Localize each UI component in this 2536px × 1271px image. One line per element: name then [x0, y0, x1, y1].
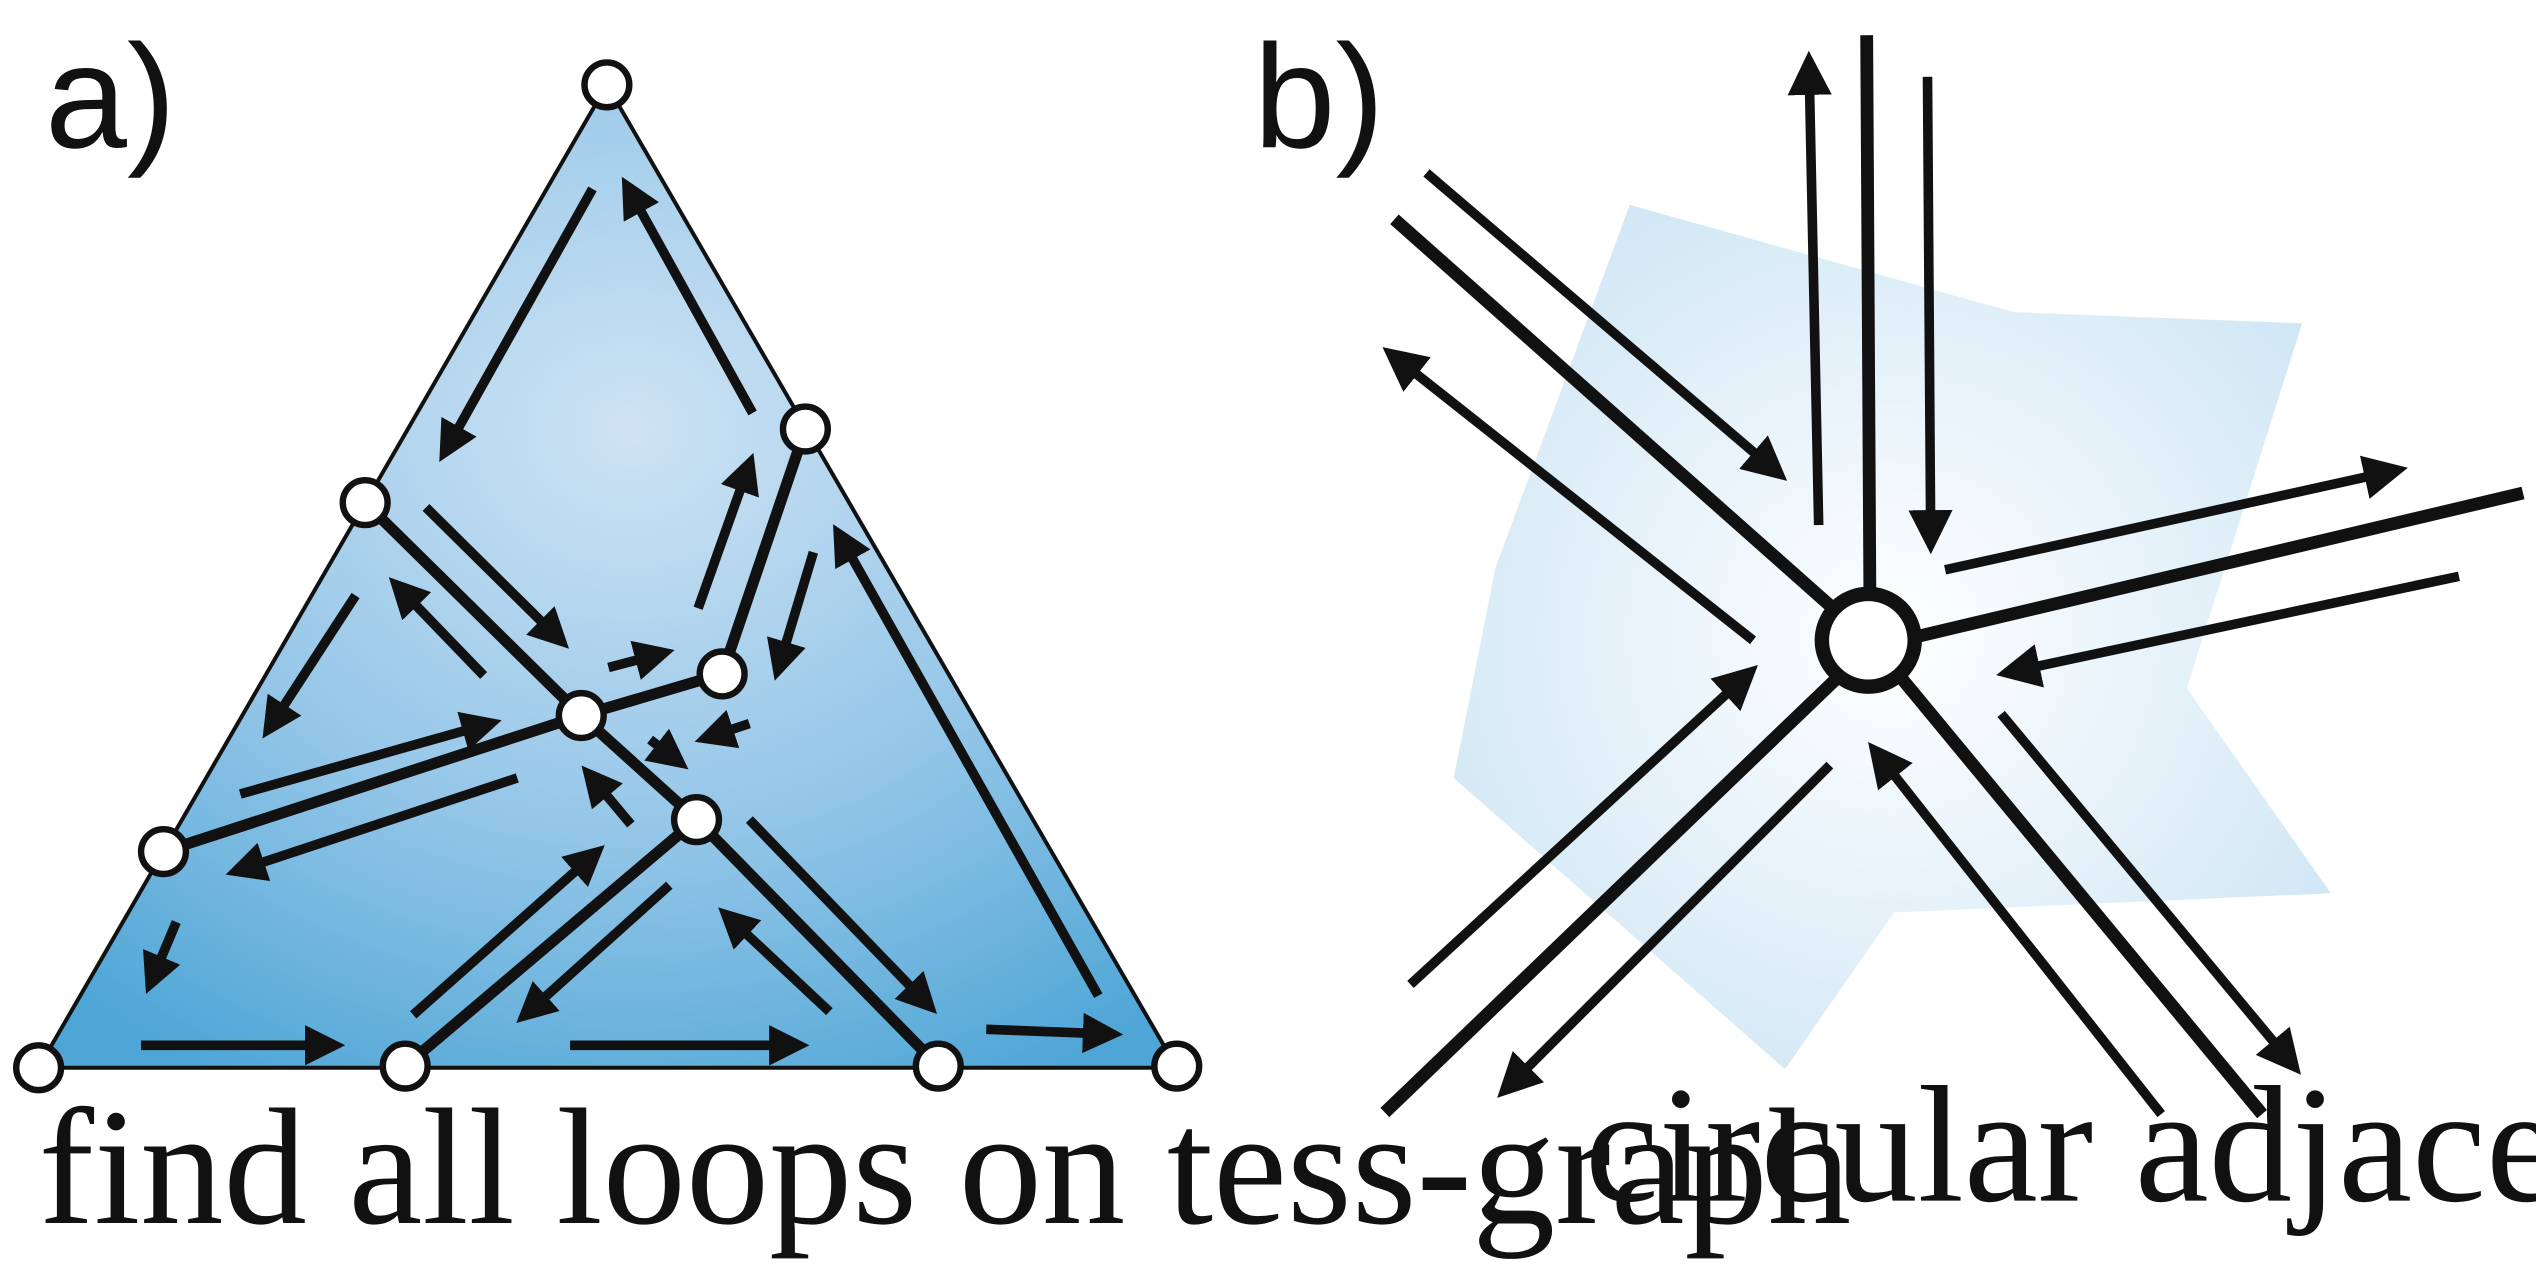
- graph-edge: [157, 709, 587, 858]
- graph-vertex: [339, 477, 391, 529]
- half-edge-arrow: [1497, 761, 1834, 1098]
- half-edge-arrow: [607, 640, 675, 680]
- half-edge-arrow: [693, 452, 759, 610]
- graph-vertex: [670, 793, 723, 846]
- half-edge-arrow: [1997, 710, 2301, 1075]
- half-edge-arrow: [1787, 50, 1832, 526]
- half-edge-arrow: [1868, 741, 2165, 1118]
- graph-vertex: [581, 59, 633, 111]
- half-edge-arrow: [1382, 347, 1757, 645]
- half-edge-arrow: [833, 524, 1103, 999]
- panel-b: b) circular adjacent: [1254, 15, 2536, 1237]
- graph-vertex: [379, 1040, 431, 1092]
- graph-edge: [575, 709, 703, 826]
- half-edge-arrow: [410, 845, 605, 1019]
- center-edge: [1380, 675, 1840, 1118]
- panel-a-label: a): [45, 15, 176, 179]
- graph-vertex: [137, 825, 190, 878]
- graph-vertex: [696, 648, 748, 700]
- center-edge: [1860, 35, 1877, 596]
- half-edge-arrow: [516, 881, 673, 1023]
- half-edge-arrows: [141, 176, 1124, 1066]
- graph-edge: [716, 423, 811, 680]
- half-edge-arrow: [1908, 76, 1953, 555]
- panel-a-caption: find all loops on tess-graph: [39, 1076, 1851, 1260]
- triangle-face: [35, 80, 1181, 1070]
- center-edge: [1896, 674, 2268, 1119]
- half-edge-arrow: [986, 1012, 1124, 1054]
- half-edge-arrow: [718, 907, 833, 1016]
- half-edge-arrow: [422, 504, 570, 649]
- panel-b-label: b): [1254, 15, 1385, 179]
- half-edge-arrow: [694, 709, 751, 749]
- half-edge-arrow: [1423, 169, 1788, 481]
- half-edge-arrow: [745, 816, 938, 1014]
- half-edge-arrow: [581, 765, 635, 828]
- half-edge-arrow: [644, 728, 689, 770]
- half-edge-arrow: [143, 920, 181, 995]
- half-edge-arrow: [225, 773, 519, 882]
- graph-edge: [359, 497, 587, 722]
- panel-a: a): [13, 15, 1851, 1260]
- graph-edges: [157, 423, 944, 1072]
- graph-vertex: [13, 1042, 65, 1094]
- half-edge-arrow: [239, 711, 502, 799]
- graph-edge: [690, 813, 944, 1072]
- center-edge: [1913, 486, 2525, 644]
- graph-vertices: [13, 59, 1203, 1094]
- graph-vertex: [779, 403, 831, 455]
- center-vertex: [1814, 586, 1922, 694]
- graph-vertex: [1151, 1040, 1203, 1092]
- half-edge-arrow: [262, 592, 360, 739]
- graph-vertex: [912, 1040, 964, 1092]
- half-edge-arrow: [388, 577, 488, 679]
- graph-vertex: [555, 689, 607, 742]
- half-edge-arrow: [767, 550, 818, 681]
- panel-b-caption: circular adjacent: [1585, 1054, 2536, 1238]
- center-edge: [1390, 214, 1838, 614]
- half-edge-arrow: [621, 176, 757, 416]
- half-edge-arrow: [1407, 664, 1758, 988]
- half-edge-arrow: [439, 186, 597, 462]
- graph-edge: [399, 813, 703, 1072]
- half-edge-arrow: [1944, 455, 2408, 575]
- circular-arrows: [1382, 50, 2460, 1118]
- half-edge-arrow: [1996, 571, 2460, 688]
- center-edges: [1380, 35, 2525, 1119]
